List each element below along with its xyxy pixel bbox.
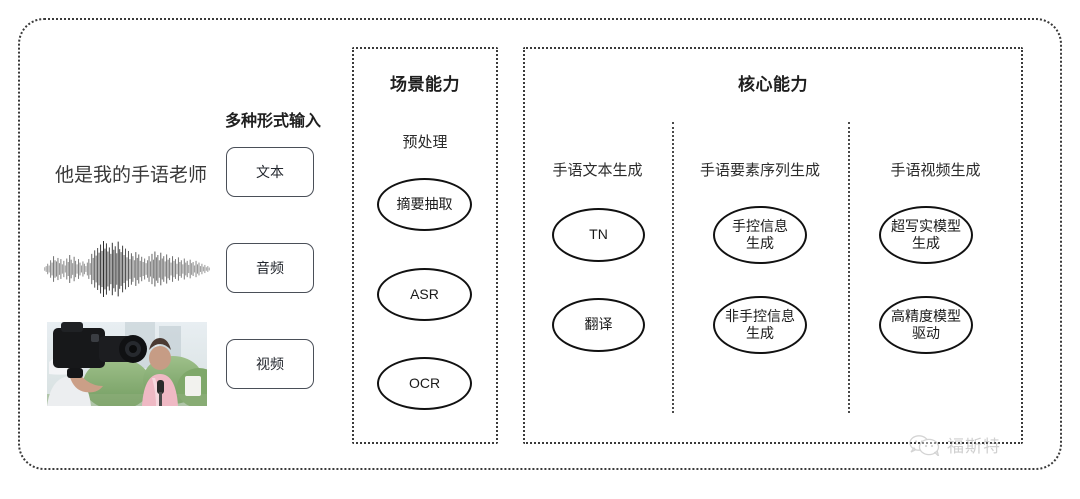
input-section-heading: 多种形式输入: [224, 113, 321, 130]
sample-sentence-text: 他是我的手语老师: [54, 165, 207, 186]
scene-capability-title: 场景能力: [390, 75, 460, 94]
input-chip-text[interactable]: 文本: [226, 147, 314, 197]
core-column-divider-2: [848, 122, 850, 413]
input-chip-video[interactable]: 视频: [226, 339, 314, 389]
scene-capability-panel: [352, 47, 498, 444]
node-scene-0[interactable]: 摘要抽取: [377, 178, 472, 231]
core-capability-title: 核心能力: [738, 75, 808, 94]
core-column-divider-1: [672, 122, 674, 413]
node-scene-2[interactable]: OCR: [377, 357, 472, 410]
watermark: 福斯特: [908, 432, 1001, 457]
outer-frame: [18, 18, 1062, 470]
node-core-0-1[interactable]: 翻译: [552, 298, 645, 352]
core-column-label-2: 手语视频生成: [890, 162, 981, 179]
audio-waveform-icon: [44, 241, 210, 297]
wechat-bubbles-icon: [909, 434, 940, 456]
node-core-1-0[interactable]: 手控信息 生成: [713, 206, 807, 264]
watermark-text: 福斯特: [947, 437, 1001, 456]
core-capability-panel: [523, 47, 1023, 444]
video-thumbnail-camera-reporter: [47, 322, 207, 406]
scene-group-label-preprocess: 预处理: [402, 134, 448, 151]
node-core-2-0[interactable]: 超写实模型 生成: [879, 206, 973, 264]
core-column-label-1: 手语要素序列生成: [699, 162, 820, 179]
node-core-2-1[interactable]: 高精度模型 驱动: [879, 296, 973, 354]
core-column-label-0: 手语文本生成: [552, 162, 643, 179]
node-core-0-0[interactable]: TN: [552, 208, 645, 262]
node-scene-1[interactable]: ASR: [377, 268, 472, 321]
input-chip-audio[interactable]: 音频: [226, 243, 314, 293]
node-core-1-1[interactable]: 非手控信息 生成: [713, 296, 807, 354]
